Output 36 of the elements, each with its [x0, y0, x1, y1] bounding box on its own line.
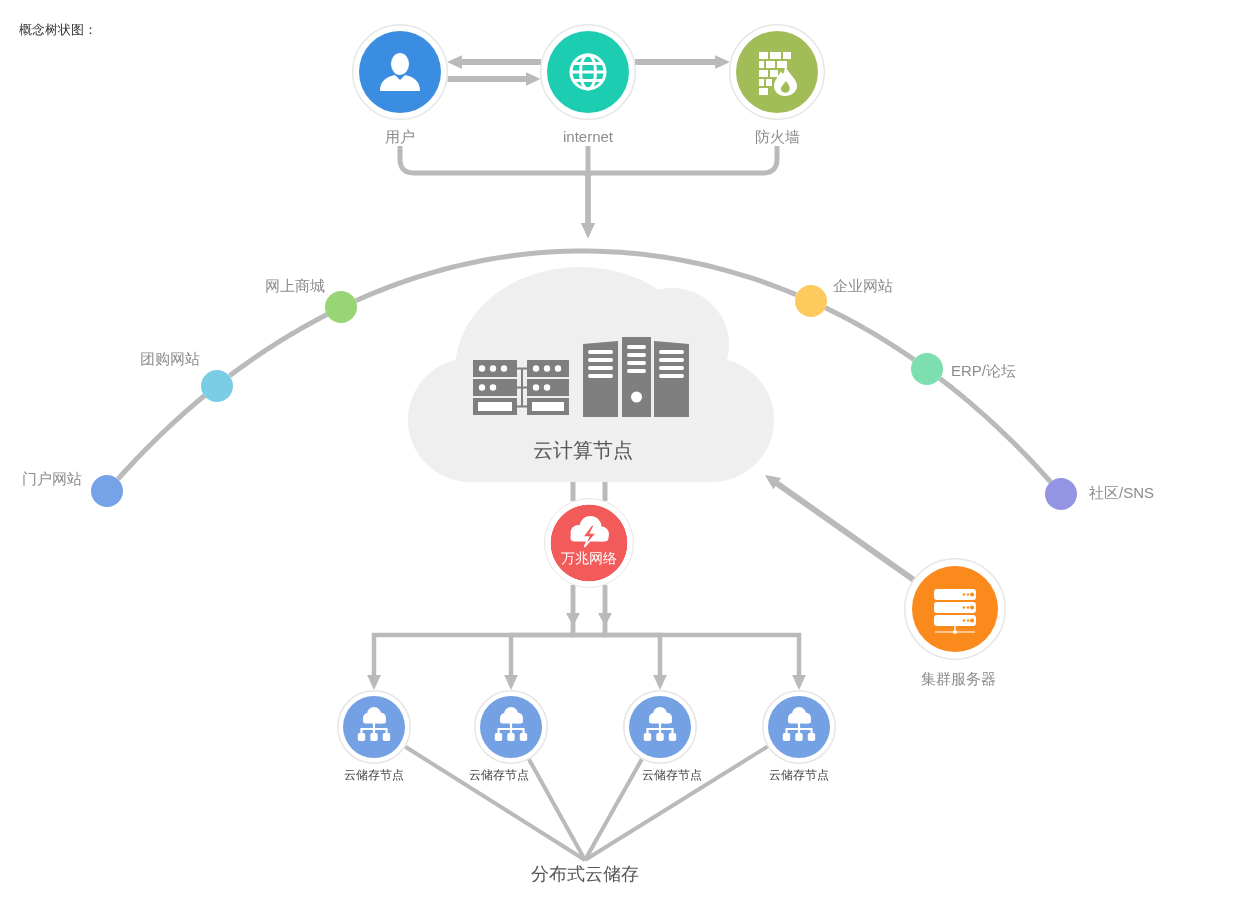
connector-line [228, 312, 329, 378]
diagram-title: 概念树状图： [19, 22, 97, 38]
connector-line [116, 393, 207, 481]
connector-line [583, 758, 644, 861]
node-label: 社区/SNS [1089, 484, 1154, 502]
node-label: 云储存节点 [344, 769, 404, 783]
node-label: 万兆网络 [560, 550, 617, 567]
node-label: 集群服务器 [920, 670, 996, 688]
node-label: 用户 [385, 128, 415, 146]
arrow [447, 72, 541, 86]
node-label: 云储存节点 [469, 769, 529, 783]
node-label: 云储存节点 [769, 769, 829, 783]
arrow [602, 585, 806, 690]
node-label: 门户网站 [22, 470, 82, 488]
connector-line [583, 744, 769, 862]
arrow [570, 585, 667, 690]
node-label: 团购网站 [140, 350, 200, 368]
node-label: 网上商城 [265, 277, 325, 295]
connector-line [824, 305, 916, 362]
connector-line [404, 745, 587, 862]
node-label: 云储存节点 [642, 769, 702, 783]
arrow [765, 475, 916, 583]
arrow [581, 146, 780, 238]
connector-line [570, 482, 576, 501]
arrow [634, 55, 731, 69]
node-label: internet [562, 128, 613, 146]
connector-line [938, 376, 1053, 484]
node-label: ERP/论坛 [951, 362, 1016, 380]
connector-line [354, 248, 797, 303]
node-label: 云计算节点 [533, 438, 633, 462]
node-label: 防火墙 [754, 128, 800, 146]
connector-line [527, 758, 587, 861]
connector-line [602, 482, 608, 501]
arrow [446, 55, 542, 69]
node-label: 分布式云储存 [531, 863, 639, 886]
node-label: 企业网站 [833, 277, 893, 295]
